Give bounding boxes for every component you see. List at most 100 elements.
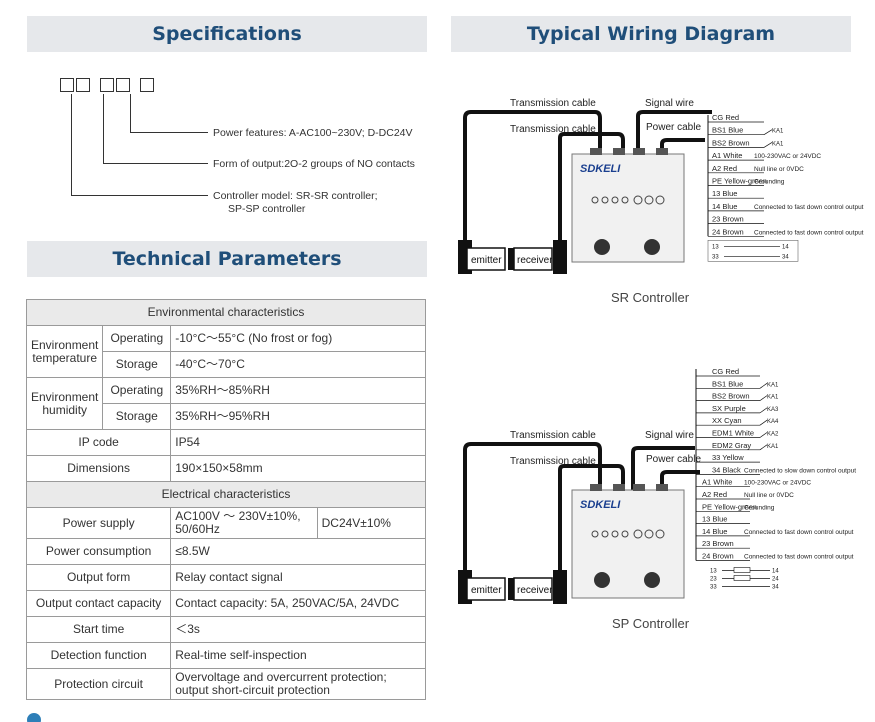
- null-note: Null line or 0VDC: [744, 492, 794, 499]
- fast-note: Connected to fast down control output: [744, 554, 854, 561]
- ka-label: KA3: [767, 407, 779, 413]
- transmission-cable-line: [463, 442, 602, 572]
- sp-wire-label: 33 Yellow: [712, 453, 744, 462]
- sp-controller-box: [571, 489, 685, 599]
- terminal-box: [707, 240, 799, 262]
- env-section-header: Environmental characteristics: [26, 299, 426, 326]
- controller-model-text-2: SP-SP controller: [228, 203, 306, 215]
- ka-label: KA1: [767, 444, 779, 450]
- hum-storage-label: Storage: [102, 403, 172, 430]
- power-supply-dc-value: DC24V±10%: [316, 507, 427, 539]
- knob-icon: [594, 239, 610, 255]
- ground-note: Grounding: [744, 504, 775, 511]
- terminal-label: 13: [712, 244, 719, 250]
- sr-wire-label: BS1 Blue: [712, 126, 743, 135]
- transmission-cable-label-2: Transmission cable: [510, 124, 596, 135]
- ka-label: KA4: [767, 419, 779, 425]
- wire-line: [759, 407, 768, 414]
- ip-code-value: IP54: [170, 429, 426, 456]
- code-box: [100, 78, 114, 92]
- terminal-label: 24: [772, 577, 779, 583]
- power-cable-label: Power cable: [646, 122, 701, 133]
- sp-wire-label: XX Cyan: [712, 416, 742, 425]
- knob-icon: [644, 239, 660, 255]
- signal-wire-label: Signal wire: [645, 98, 694, 109]
- wire-line: [763, 129, 773, 135]
- output-form-text: Form of output:2O-2 groups of NO contact…: [213, 158, 415, 170]
- start-time-value: ＜3s: [170, 616, 426, 643]
- temp-operating-value: -10°C～55°C (No frost or fog): [170, 325, 426, 352]
- power-features-text: Power features: A-AC100~230V; D-DC24V: [213, 127, 413, 139]
- sr-wiring-diagram: Transmission cable Transmission cable Si…: [458, 98, 864, 274]
- signal-wire-line: [631, 446, 695, 490]
- sp-wire-label: BS1 Blue: [712, 379, 743, 388]
- env-humidity-label: Environment humidity: [25, 377, 104, 430]
- ka-label: KA1: [772, 141, 784, 147]
- ka-label: KA1: [767, 395, 779, 401]
- sp-wire-label: EDM2 Gray: [712, 441, 751, 450]
- temp-storage-value: -40°C～70°C: [170, 351, 426, 378]
- power-note: 100-230VAC or 24VDC: [744, 480, 811, 487]
- transmission-cable-line-2: [558, 132, 625, 240]
- terminal-label: 14: [772, 569, 779, 575]
- transmission-cable-label-2: Transmission cable: [510, 456, 596, 467]
- protection-circuit-value: Overvoltage and overcurrent protection;o…: [170, 668, 426, 700]
- power-consumption-label: Power consumption: [25, 538, 172, 565]
- leader-line-output: [103, 94, 208, 164]
- sp-wire-label: 14 Blue: [702, 527, 727, 536]
- sr-wire-label: A2 Red: [712, 164, 737, 173]
- ka-label: KA1: [767, 382, 779, 388]
- sp-wire-label: 13 Blue: [702, 515, 727, 524]
- sp-wire-label: 34 Black: [712, 465, 741, 474]
- transmission-cable-label: Transmission cable: [510, 98, 596, 109]
- sp-wire-label: BS2 Brown: [712, 392, 750, 401]
- detection-function-label: Detection function: [25, 642, 172, 669]
- knob-icon: [644, 572, 660, 588]
- wire-line: [759, 432, 768, 438]
- sr-wire-label: CG Red: [712, 113, 739, 122]
- power-note: 100-230VAC or 24VDC: [754, 153, 821, 160]
- sp-wire-label: A2 Red: [702, 490, 727, 499]
- sr-controller-box: [571, 153, 685, 263]
- hum-storage-value: 35%RH～95%RH: [170, 403, 426, 430]
- power-supply-label: Power supply: [25, 507, 172, 539]
- fast-note: Connected to fast down control output: [744, 529, 854, 536]
- contact-capacity-value: Contact capacity: 5A, 250VAC/5A, 24VDC: [170, 590, 426, 617]
- sp-wire-label: 24 Brown: [702, 552, 734, 561]
- contact-capacity-label: Output contact capacity: [25, 590, 172, 617]
- power-cable-line: [660, 470, 700, 490]
- hum-operating-value: 35%RH～85%RH: [170, 377, 426, 404]
- output-form-value: Relay contact signal: [170, 564, 426, 591]
- terminal-label: 14: [782, 244, 789, 250]
- leader-line-power: [130, 94, 208, 133]
- sp-wire-label: EDM1 White: [712, 429, 754, 438]
- code-box: [76, 78, 90, 92]
- receiver-plug: [553, 240, 567, 274]
- model-code-boxes: [60, 78, 154, 92]
- env-temperature-label: Environment temperature: [25, 325, 104, 378]
- terminal-label: 33: [710, 585, 717, 591]
- terminal-label: 23: [710, 577, 717, 583]
- sp-wire-label: A1 White: [702, 478, 732, 487]
- protection-circuit-label: Protection circuit: [25, 668, 172, 700]
- code-box: [60, 78, 74, 92]
- sp-wire-label: CG Red: [712, 367, 739, 376]
- ka-label: KA1: [772, 129, 784, 135]
- transmission-cable-line: [463, 110, 602, 240]
- ground-note: Grounding: [754, 179, 785, 186]
- sr-wire-label: 23 Brown: [712, 215, 744, 224]
- detection-function-value: Real-time self-inspection: [170, 642, 426, 669]
- connector: [590, 148, 602, 155]
- wire-line: [759, 395, 768, 401]
- receiver-body: [513, 247, 553, 271]
- receiver-label: receiver: [517, 585, 553, 596]
- wire-line: [763, 142, 773, 148]
- wire-line: [759, 444, 768, 451]
- sp-caption: SP Controller: [612, 616, 690, 631]
- sp-wire-label: PE Yellow-green: [702, 502, 757, 511]
- emitter-body: [466, 247, 506, 271]
- power-cable-line: [660, 138, 705, 154]
- ka-label: KA2: [767, 432, 779, 438]
